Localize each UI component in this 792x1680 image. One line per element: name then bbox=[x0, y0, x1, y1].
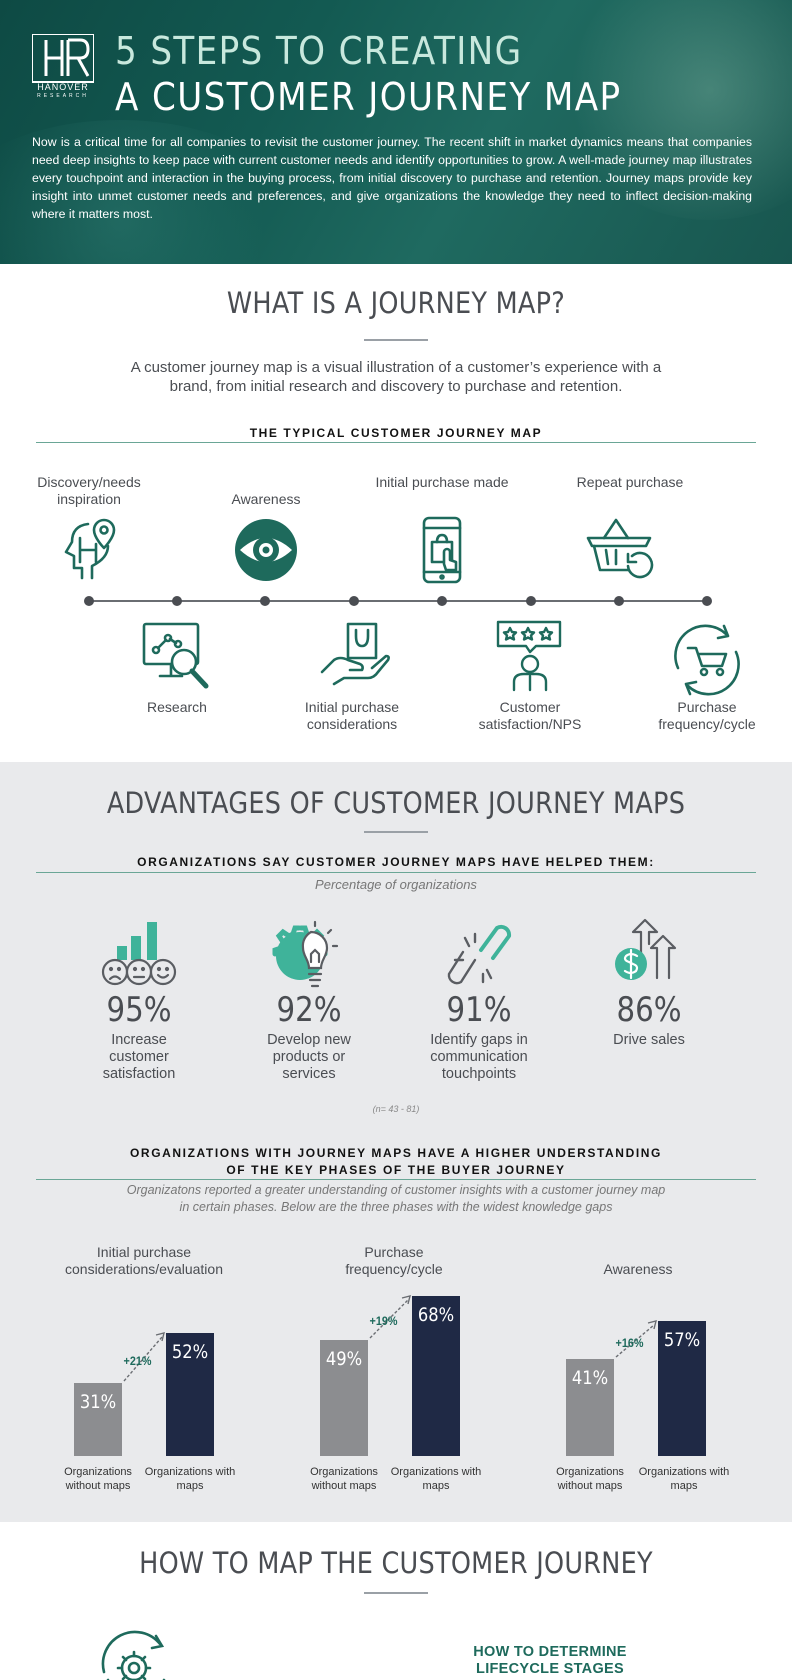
timeline-dot bbox=[526, 596, 536, 606]
bar-label-with: Organizations with maps bbox=[638, 1466, 730, 1492]
timeline-dot bbox=[260, 596, 270, 606]
eye-icon bbox=[235, 519, 297, 581]
step-label-repeat: Repeat purchase bbox=[576, 474, 684, 490]
heading-rule bbox=[36, 872, 756, 873]
stat-value: 95% bbox=[106, 990, 172, 1030]
stat-label: Develop new products or services bbox=[267, 1032, 351, 1082]
title-line-1: 5 STEPS TO CREATING bbox=[115, 29, 523, 73]
heading-rule bbox=[36, 442, 756, 443]
page-title: 5 STEPS TO CREATING A CUSTOMER JOURNEY M… bbox=[115, 28, 709, 120]
delta-arrow-icon bbox=[369, 1295, 411, 1339]
bar-value-label: 52% bbox=[171, 1341, 209, 1363]
stat-label: Identify gaps in communication touchpoin… bbox=[430, 1032, 528, 1082]
step-label-initial-purchase: Initial purchase made bbox=[375, 474, 509, 490]
journey-map-heading: THE TYPICAL CUSTOMER JOURNEY MAP bbox=[249, 426, 543, 440]
bar-value-label: 57% bbox=[663, 1329, 701, 1351]
advantages-heading: ORGANIZATIONS SAY CUSTOMER JOURNEY MAPS … bbox=[137, 855, 655, 869]
hero-banner: HANOVER RESEARCH 5 STEPS TO CREATING A C… bbox=[0, 0, 792, 264]
bar-without-maps: 41% bbox=[566, 1359, 614, 1456]
hand-bag-icon bbox=[320, 622, 390, 686]
phases-heading-line1: ORGANIZATIONS WITH JOURNEY MAPS HAVE A H… bbox=[130, 1146, 662, 1160]
heading-rule bbox=[36, 1179, 756, 1180]
stat-label: Drive sales bbox=[613, 1032, 685, 1048]
satisfaction-chart-icon bbox=[101, 922, 177, 986]
stat-label: Increase customer satisfaction bbox=[102, 1032, 176, 1082]
cart-cycle-icon bbox=[674, 624, 740, 696]
hanover-logo-icon bbox=[32, 34, 94, 83]
rating-person-icon bbox=[496, 620, 562, 692]
delta-arrow-icon bbox=[123, 1332, 165, 1382]
bar-with-maps: 68% bbox=[412, 1296, 460, 1456]
phase-title: Purchase frequency/cycle bbox=[345, 1244, 443, 1277]
phases-heading-line2: OF THE KEY PHASES OF THE BUYER JOURNEY bbox=[226, 1163, 566, 1177]
hero-intro: Now is a critical time for all companies… bbox=[32, 135, 752, 221]
journey-timeline bbox=[88, 600, 708, 602]
broken-link-icon bbox=[447, 924, 512, 985]
section-title-what: WHAT IS A JOURNEY MAP? bbox=[226, 286, 566, 320]
stat-value: 91% bbox=[446, 990, 512, 1030]
bar-label-without: Organizations without maps bbox=[310, 1466, 378, 1492]
stat-value: 86% bbox=[616, 990, 682, 1030]
bar-label-without: Organizations without maps bbox=[556, 1466, 624, 1492]
sample-size-note: (n= 43 - 81) bbox=[372, 1104, 420, 1114]
bar-value-label: 41% bbox=[571, 1367, 609, 1389]
step-label-frequency: Purchase frequency/cycle bbox=[658, 699, 756, 732]
step-label-awareness: Awareness bbox=[231, 491, 301, 507]
timeline-dot bbox=[437, 596, 447, 606]
timeline-dot bbox=[172, 596, 182, 606]
bar-without-maps: 31% bbox=[74, 1383, 122, 1456]
step-label-satisfaction: Customer satisfaction/NPS bbox=[478, 699, 582, 732]
timeline-dot bbox=[702, 596, 712, 606]
bar-label-with: Organizations with maps bbox=[390, 1466, 482, 1492]
timeline-dot bbox=[84, 596, 94, 606]
lifecycle-gear-icon bbox=[101, 1630, 166, 1680]
monitor-search-icon bbox=[142, 622, 209, 689]
bar-with-maps: 57% bbox=[658, 1321, 706, 1456]
phase-title: Initial purchase considerations/evaluati… bbox=[65, 1244, 223, 1277]
dollar-growth-icon bbox=[615, 918, 677, 980]
phases-note-line1: Organizatons reported a greater understa… bbox=[126, 1183, 666, 1197]
phases-note-line2: in certain phases. Below are the three p… bbox=[179, 1200, 613, 1214]
bar-value-label: 68% bbox=[417, 1304, 455, 1326]
head-location-icon bbox=[64, 518, 116, 580]
title-line-2: A CUSTOMER JOURNEY MAP bbox=[115, 75, 622, 119]
phone-touch-icon bbox=[422, 516, 462, 584]
bar-label-without: Organizations without maps bbox=[64, 1466, 132, 1492]
basket-refresh-icon bbox=[586, 518, 654, 579]
timeline-dot bbox=[349, 596, 359, 606]
step-label-research: Research bbox=[147, 699, 207, 715]
delta-label: +19% bbox=[369, 1314, 398, 1328]
advantages-subnote: Percentage of organizations bbox=[315, 877, 477, 892]
bar-without-maps: 49% bbox=[320, 1340, 368, 1456]
logo-sub: RESEARCH bbox=[37, 93, 89, 99]
logo-name: HANOVER bbox=[37, 82, 89, 92]
bar-value-label: 49% bbox=[325, 1348, 363, 1370]
bar-label-with: Organizations with maps bbox=[144, 1466, 236, 1492]
delta-label: +16% bbox=[615, 1336, 644, 1350]
timeline-dot bbox=[614, 596, 624, 606]
delta-label: +21% bbox=[123, 1354, 152, 1368]
stat-value: 92% bbox=[276, 990, 342, 1030]
what-paragraph: A customer journey map is a visual illus… bbox=[130, 359, 662, 395]
bar-value-label: 31% bbox=[79, 1391, 117, 1413]
section-title-how: HOW TO MAP THE CUSTOMER JOURNEY bbox=[139, 1546, 653, 1580]
bar-with-maps: 52% bbox=[166, 1333, 214, 1456]
gear-bulb-icon bbox=[272, 920, 339, 988]
lifecycle-heading: HOW TO DETERMINE LIFECYCLE STAGES bbox=[473, 1644, 627, 1677]
title-rule bbox=[364, 831, 428, 833]
step-label-discovery: Discovery/needs inspiration bbox=[37, 474, 141, 507]
title-rule bbox=[364, 1592, 428, 1594]
title-rule bbox=[364, 339, 428, 341]
section-title-advantages: ADVANTAGES OF CUSTOMER JOURNEY MAPS bbox=[106, 786, 686, 820]
phase-title: Awareness bbox=[603, 1261, 673, 1277]
delta-arrow-icon bbox=[615, 1320, 657, 1358]
step-label-considerations: Initial purchase considerations bbox=[304, 699, 400, 732]
